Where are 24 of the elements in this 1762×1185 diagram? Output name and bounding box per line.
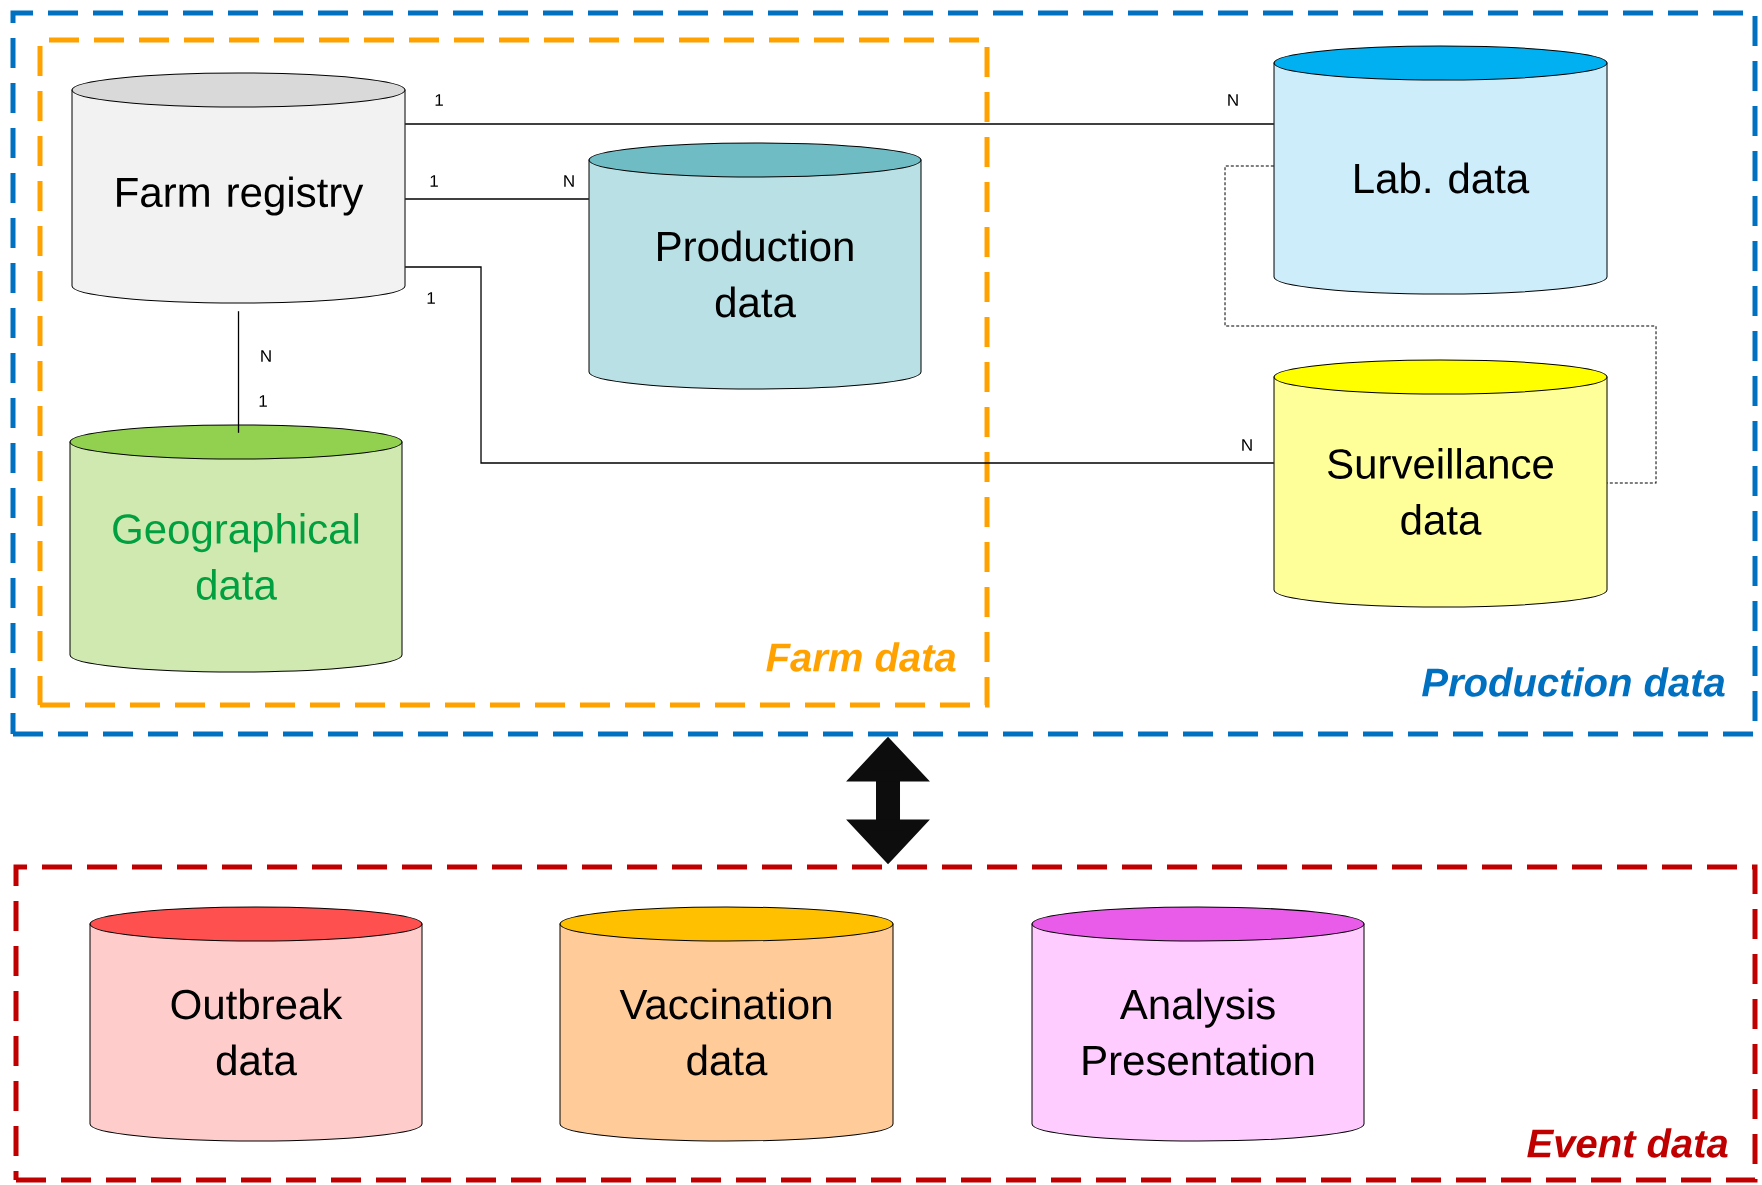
database-cylinder: Production data — [588, 142, 922, 390]
database-cylinder: Lab. data — [1273, 45, 1608, 295]
cardinality-label: 1 — [427, 292, 435, 304]
group-label: Event data — [1527, 1128, 1728, 1158]
database-cylinder: Outbreak data — [89, 906, 423, 1142]
cardinality-label: N — [261, 350, 271, 362]
connector-line — [404, 198, 590, 200]
cardinality-label: N — [1228, 94, 1238, 106]
cardinality-label: 1 — [259, 395, 267, 407]
cardinality-label: N — [564, 175, 574, 187]
database-cylinder: Vaccination data — [559, 906, 894, 1142]
group-label: Production data — [1422, 667, 1725, 697]
group-label: Farm data — [766, 642, 956, 672]
connector-line — [404, 266, 1275, 464]
cardinality-label: 1 — [435, 94, 443, 106]
cardinality-label: 1 — [430, 175, 438, 187]
database-cylinder: Analysis Presentation — [1031, 906, 1365, 1142]
cardinality-label: N — [1242, 439, 1252, 451]
dashed-connector — [1224, 165, 1657, 484]
connector-line — [404, 123, 1275, 125]
database-cylinder: Farm registry — [71, 72, 406, 304]
database-cylinder: Geographical data — [69, 424, 403, 673]
database-cylinder: Surveillance data — [1273, 359, 1608, 608]
connector-line — [237, 310, 240, 434]
